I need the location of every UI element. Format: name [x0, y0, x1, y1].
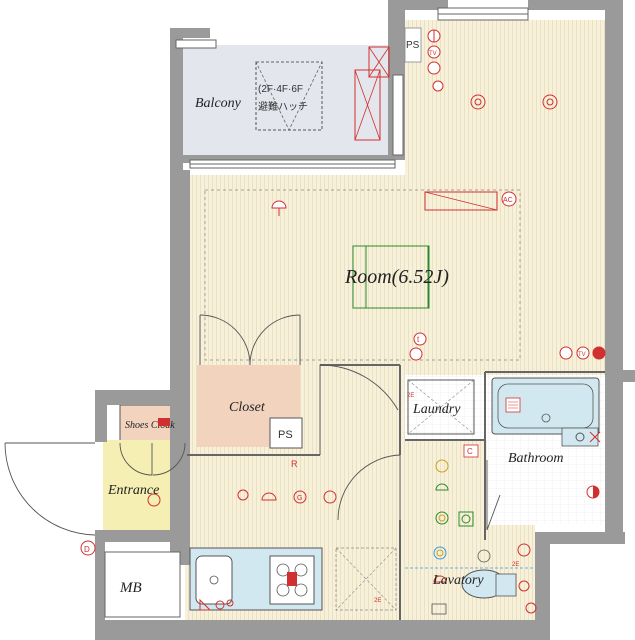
partitions — [187, 364, 605, 620]
tv-marker-room: TV — [578, 352, 586, 358]
room-outlets — [271, 200, 606, 361]
shower — [561, 427, 599, 447]
balcony-unit-1 — [368, 46, 390, 78]
shoes-cloak-label: Shoes Cloak — [125, 420, 175, 431]
lavatory-fixtures — [433, 459, 474, 583]
walls — [95, 0, 635, 640]
ps-closet-box — [269, 417, 303, 449]
ps-top-box — [404, 27, 422, 63]
entrance-label: Entrance — [107, 483, 159, 498]
ac-marker: AC — [503, 197, 513, 204]
ac-unit — [424, 191, 498, 211]
room-dashed-outline — [204, 189, 521, 361]
g-marker: G — [297, 495, 302, 502]
lavatory-label: Lavatory — [432, 573, 484, 588]
tv-marker-top: TV — [429, 51, 437, 57]
closet-label: Closet — [229, 400, 266, 415]
mb-box — [104, 551, 181, 618]
fridge-area — [335, 547, 397, 611]
hatch-triangle — [255, 61, 323, 131]
r-marker: R — [291, 459, 298, 469]
balcony-unit-2 — [354, 69, 381, 141]
d-marker: D — [84, 545, 90, 554]
mb-label: MB — [119, 580, 142, 596]
2e-marker-lavatory: 2E — [512, 562, 519, 568]
room-door-swing — [319, 364, 399, 455]
t-marker: t — [417, 335, 420, 344]
ceiling-lights — [470, 94, 558, 110]
bathroom-door — [486, 460, 501, 531]
ps-top-label: PS — [406, 40, 420, 51]
hatch-text-1: (2F·4F·6F — [258, 84, 303, 95]
balcony-label: Balcony — [195, 96, 242, 111]
kitchen-sink — [195, 555, 233, 605]
laundry-label: Laundry — [412, 402, 461, 417]
hatch-text-2: 避難ハッチ — [258, 100, 308, 113]
laundry-floor — [405, 375, 485, 440]
ps-closet-label: PS — [278, 429, 293, 441]
room-label: Room(6.52J) — [344, 266, 449, 288]
top-outlets — [427, 29, 444, 92]
closet-doors — [199, 314, 301, 366]
c-marker: C — [467, 447, 473, 456]
2e-marker-kitchen: 2E — [374, 598, 381, 604]
table-inner — [365, 245, 429, 309]
lavatory-door-swing — [337, 454, 401, 521]
bathroom-label: Bathroom — [508, 451, 563, 466]
2e-marker-laundry: 2E — [407, 393, 414, 399]
laundry-pan — [407, 379, 475, 435]
entrance-doors — [4, 442, 186, 536]
kitchen-outlets — [199, 489, 337, 611]
windows — [175, 7, 529, 169]
